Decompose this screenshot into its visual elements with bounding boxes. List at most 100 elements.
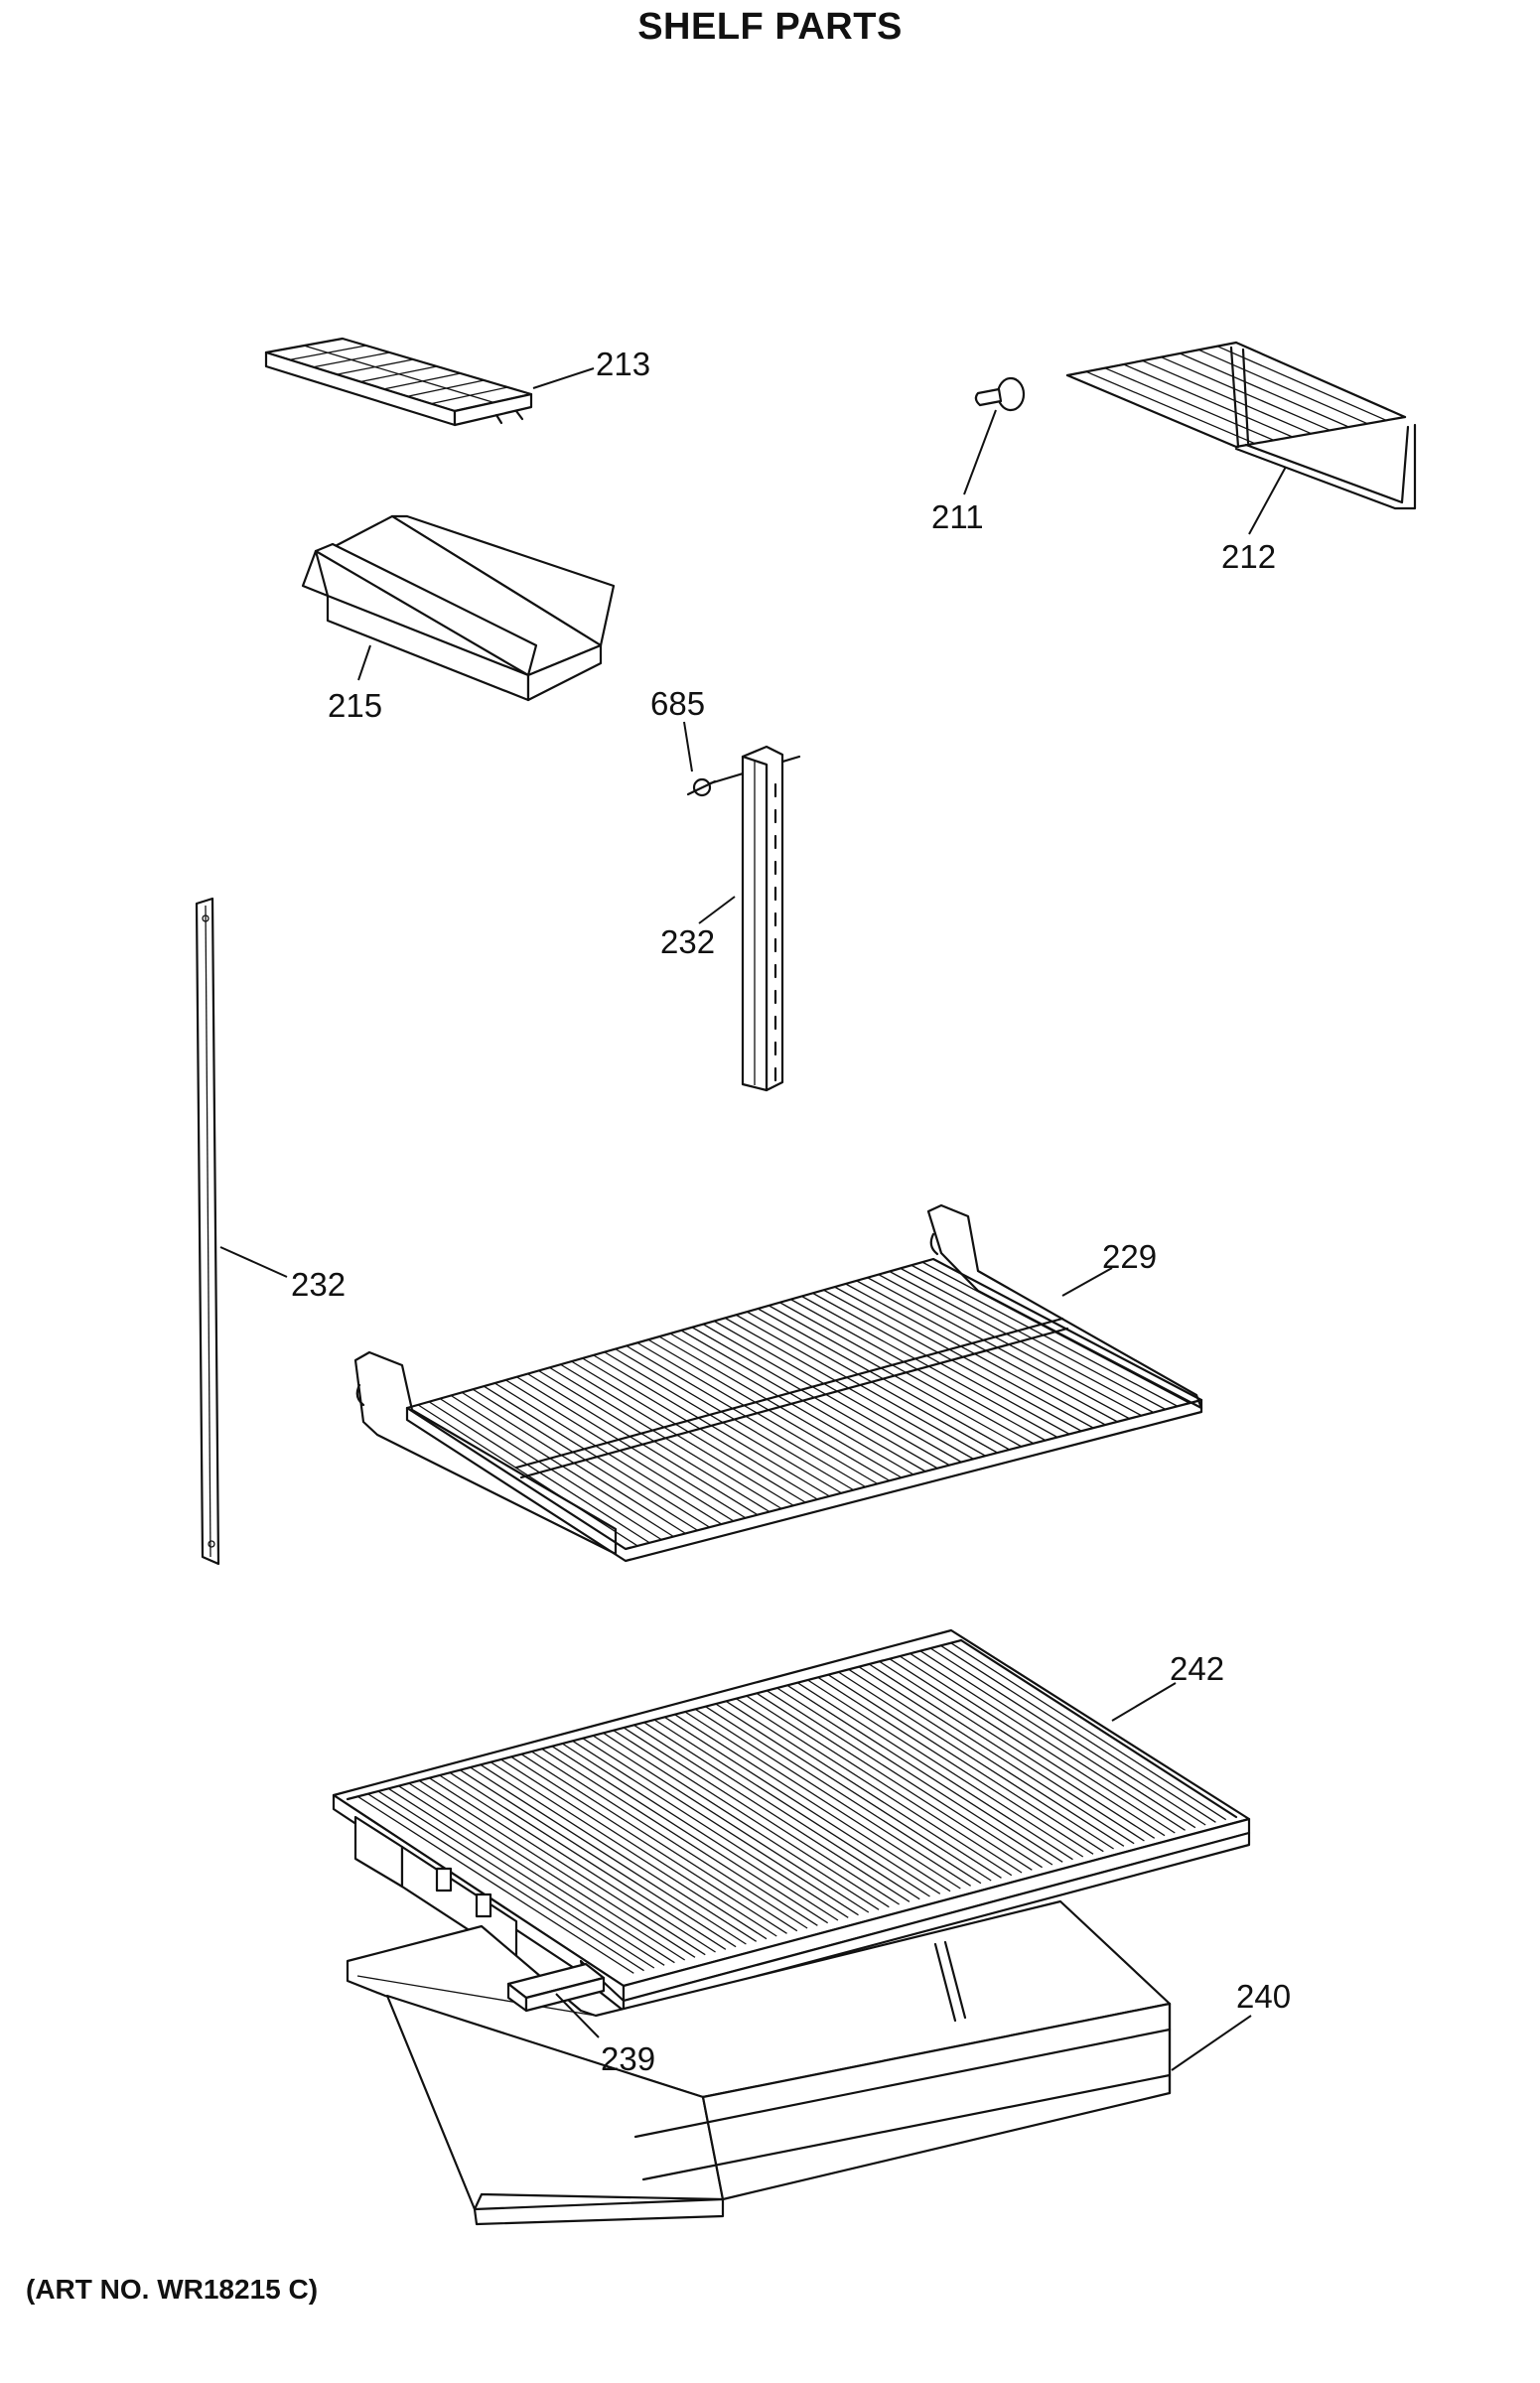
drawing-stroke: [428, 1401, 650, 1544]
drawing-stroke: [461, 1391, 686, 1534]
drawing-stroke: [702, 1324, 950, 1467]
drawing-stroke: [867, 1277, 1130, 1420]
drawing-stroke: [736, 1698, 1013, 1877]
drawing-stroke: [615, 1348, 854, 1491]
label-232-lower: 232: [291, 1266, 346, 1303]
drawing-stroke: [1123, 363, 1293, 438]
drawing-stroke: [801, 1295, 1058, 1439]
drawing-stroke: [604, 1351, 842, 1494]
drawing-stroke: [592, 1735, 870, 1913]
label-239: 239: [601, 2040, 655, 2077]
drawing-stroke: [551, 1746, 829, 1924]
drawing-stroke: [858, 1666, 1135, 1845]
drawing-stroke: [724, 1317, 974, 1460]
part-211-stud: [974, 376, 1026, 412]
drawing-stroke: [582, 1738, 859, 1916]
drawing-stroke: [490, 1761, 768, 1940]
drawing-stroke: [823, 1289, 1082, 1432]
leader-lines: [219, 367, 1287, 2071]
drawing-stroke: [439, 1774, 716, 1953]
drawing-stroke: [549, 1366, 782, 1509]
drawing-stroke: [674, 1714, 951, 1892]
label-215: 215: [328, 687, 382, 724]
drawing-stroke: [500, 1758, 777, 1937]
label-232-upper: 232: [660, 923, 715, 960]
drawing-stroke: [910, 1652, 1186, 1831]
drawing-stroke: [756, 1692, 1033, 1871]
drawing-stroke: [779, 1302, 1035, 1445]
drawing-stroke: [1216, 346, 1387, 421]
drawing-stroke: [303, 345, 493, 403]
part-213-ice-tray: [264, 337, 533, 427]
drawing-stroke: [623, 1727, 901, 1905]
drawing-stroke: [531, 1751, 808, 1929]
drawing-stroke: [684, 1711, 961, 1890]
drawing-stroke: [408, 1782, 686, 1961]
drawing-stroke: [561, 1743, 839, 1921]
drawing-stroke: [735, 1314, 986, 1457]
drawing-stroke: [929, 1647, 1206, 1826]
drawing-stroke: [758, 1308, 1010, 1451]
drawing-stroke: [879, 1660, 1156, 1839]
drawing-stroke: [827, 1674, 1104, 1853]
part-239-bracket: [506, 1962, 606, 2013]
drawing-stroke: [636, 1341, 879, 1484]
drawing-stroke: [480, 1763, 758, 1942]
drawing-stroke: [848, 1668, 1125, 1847]
label-240: 240: [1236, 1978, 1291, 2015]
drawing-stroke: [510, 1755, 787, 1934]
drawing-stroke: [538, 1369, 770, 1513]
drawing-stroke: [417, 1404, 638, 1547]
drawing-stroke: [571, 1360, 806, 1503]
drawing-stroke: [889, 1658, 1166, 1837]
drawing-stroke: [572, 1740, 849, 1918]
drawing-stroke: [889, 1270, 1154, 1414]
drawing-stroke: [715, 1703, 992, 1882]
drawing-stroke: [766, 1690, 1043, 1869]
drawing-stroke: [472, 1388, 698, 1531]
page-title: SHELF PARTS: [637, 6, 903, 48]
drawing-stroke: [516, 1376, 747, 1519]
drawing-stroke: [796, 1682, 1073, 1861]
drawing-stroke: [746, 1695, 1023, 1874]
drawing-stroke: [647, 1338, 891, 1481]
drawing-stroke: [663, 1716, 941, 1894]
drawing-stroke: [834, 1286, 1094, 1429]
drawing-stroke: [593, 1354, 830, 1497]
drawing-stroke: [560, 1363, 794, 1506]
drawing-stroke: [921, 1261, 1190, 1404]
drawing-stroke: [356, 1795, 634, 1974]
label-229: 229: [1102, 1238, 1157, 1275]
drawing-stroke: [483, 1385, 710, 1528]
drawing-stroke: [493, 1382, 723, 1525]
label-242: 242: [1170, 1650, 1224, 1687]
drawing-stroke: [377, 1790, 655, 1969]
drawing-stroke: [769, 1305, 1023, 1448]
drawing-stroke: [669, 1332, 914, 1475]
drawing-stroke: [387, 1787, 665, 1966]
drawing-stroke: [790, 1299, 1047, 1442]
art-number: (ART NO. WR18215 C): [26, 2274, 319, 2305]
part-240-crisper-pan: [346, 1899, 1172, 2226]
part-229-wire-shelf: [353, 1203, 1203, 1563]
drawing-stroke: [1180, 352, 1349, 428]
drawing-stroke: [878, 1274, 1142, 1417]
drawing-stroke: [845, 1283, 1106, 1426]
drawing-stroke: [613, 1730, 890, 1908]
drawing-stroke: [900, 1267, 1167, 1410]
drawing-stroke: [776, 1687, 1053, 1866]
drawing-stroke: [520, 1753, 798, 1932]
label-213: 213: [596, 346, 650, 382]
drawing-stroke: [691, 1327, 938, 1470]
drawing-stroke: [459, 1769, 737, 1948]
drawing-stroke: [812, 1292, 1070, 1435]
drawing-stroke: [807, 1679, 1084, 1858]
part-212-freezer-shelf: [1065, 341, 1417, 510]
drawing-stroke: [919, 1650, 1196, 1829]
drawing-stroke: [1142, 359, 1312, 435]
drawing-stroke: [1104, 367, 1275, 441]
drawing-stroke: [450, 1394, 674, 1538]
label-212: 212: [1221, 538, 1276, 575]
drawing-stroke: [817, 1676, 1094, 1855]
